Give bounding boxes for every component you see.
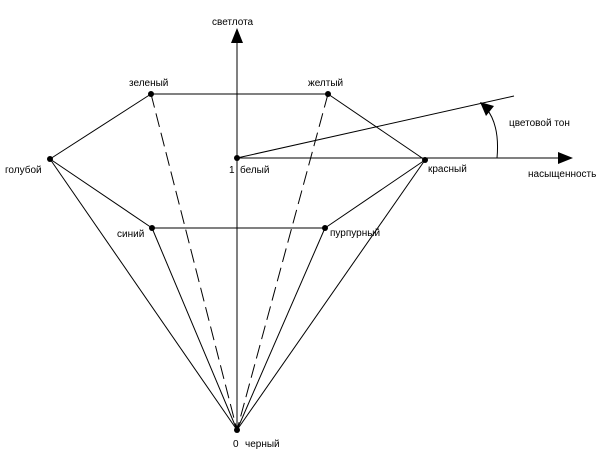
edge-blue-black xyxy=(151,227,238,431)
lightness-axis-label: светлота xyxy=(212,17,254,28)
vertex-blue xyxy=(149,225,155,231)
lightness-axis-arrowhead xyxy=(231,28,243,43)
edge-cyan-black xyxy=(49,158,238,431)
label-black: черный xyxy=(245,439,280,450)
label-red: красный xyxy=(428,164,467,175)
edge-cyan-blue xyxy=(49,158,153,229)
edge-green-black-hidden xyxy=(150,93,238,431)
label-green: зеленый xyxy=(129,78,168,89)
vertex-magenta xyxy=(322,225,328,231)
edge-green-cyan xyxy=(49,93,152,160)
label-cyan: голубой xyxy=(5,164,42,176)
hue-arc-arrowhead xyxy=(480,102,494,116)
edge-red-black xyxy=(236,159,426,431)
saturation-axis-arrowhead xyxy=(558,152,573,164)
edge-yellow-black-hidden xyxy=(236,93,329,431)
hue-label: цветовой тон xyxy=(509,118,570,129)
vertex-cyan xyxy=(47,156,53,162)
edge-magenta-black xyxy=(236,227,326,431)
hue-direction-line xyxy=(236,95,515,159)
label-yellow: желтый xyxy=(308,78,343,89)
vertex-red xyxy=(422,157,428,163)
edge-yellow-red xyxy=(327,93,426,161)
label-magenta: пурпурный xyxy=(330,228,380,239)
vertex-green xyxy=(148,91,154,97)
vertex-yellow xyxy=(325,91,331,97)
saturation-axis-label: насыщенность xyxy=(528,169,596,180)
label-black-value: 0 xyxy=(233,439,239,450)
vertex-white xyxy=(234,155,240,161)
label-blue: синий xyxy=(117,229,144,240)
hue-arc xyxy=(485,107,498,159)
edge-red-magenta xyxy=(324,159,426,229)
label-white: белый xyxy=(240,164,269,176)
vertex-black xyxy=(234,427,240,433)
label-white-value: 1 xyxy=(229,165,235,176)
